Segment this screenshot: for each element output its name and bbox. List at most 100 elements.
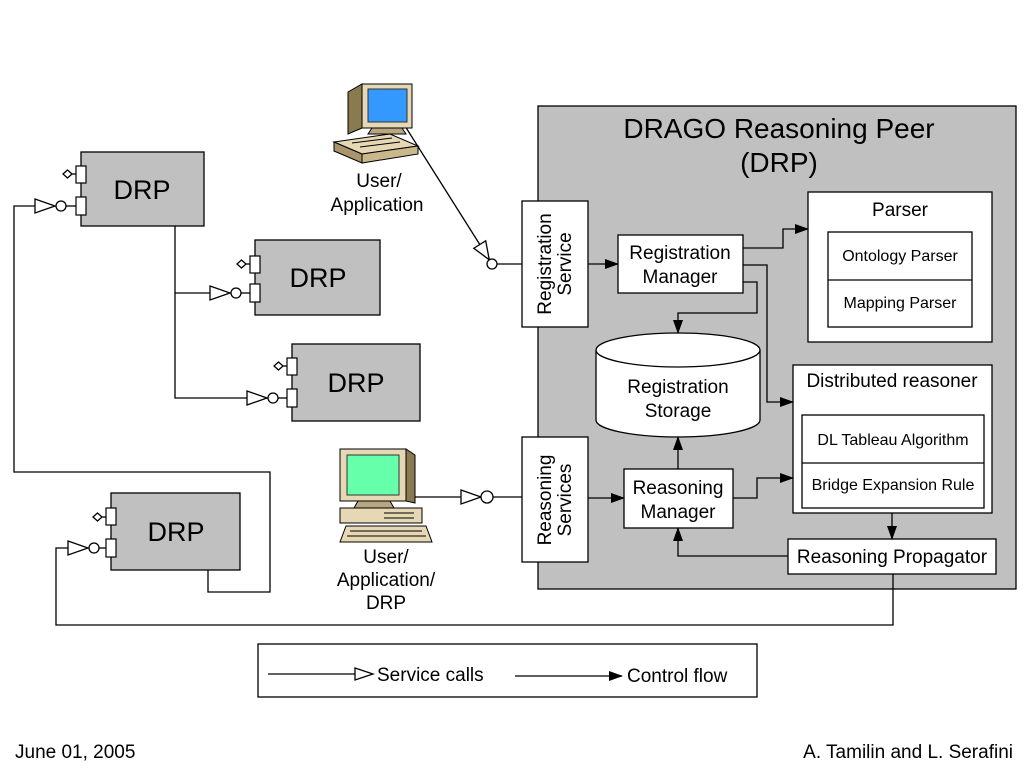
- keyboard: [339, 525, 433, 543]
- service-endpoint: [267, 392, 279, 404]
- reasoner-components-box: [801, 414, 985, 509]
- keyboard-keys: [351, 137, 393, 144]
- registration-manager-box: [617, 234, 744, 294]
- control-flow-reasmanager-to-reasoner: [733, 473, 794, 499]
- interface-diamond: [236, 259, 247, 269]
- reasoning-services: Reasoning Services: [521, 436, 589, 563]
- remote-drp-node-2: DRP: [236, 239, 381, 316]
- drp-label: DRP: [289, 263, 346, 293]
- dl-tableau-label: DL Tableau Algorithm: [817, 432, 968, 449]
- service-endpoint: [88, 542, 100, 554]
- connector-line: [174, 293, 247, 399]
- service-call-drp1-to-drp3: [174, 293, 287, 406]
- reasoning-peer: DRAGO Reasoning Peer (DRP) Registration …: [521, 105, 1017, 590]
- registration-manager-label-line1: Registration: [629, 243, 730, 264]
- monitor-stand: [353, 500, 395, 509]
- interface-diamond: [92, 512, 103, 522]
- client-label-line2: Application/: [337, 570, 436, 591]
- service-endpoint: [230, 287, 242, 299]
- reasoning-services-label-line1: Reasoning: [535, 455, 556, 546]
- service-call-client-to-reasoning: [415, 489, 522, 505]
- footer-date: June 01, 2005: [15, 742, 135, 763]
- service-call-arrowhead: [209, 285, 232, 301]
- client-label-line1: User/: [363, 547, 409, 568]
- case-right: [361, 145, 419, 164]
- service-call-arrowhead: [34, 198, 57, 214]
- lower-port: [249, 283, 261, 303]
- user-application-client: User/ Application: [331, 83, 424, 216]
- ontology-parser-label: Ontology Parser: [842, 248, 958, 265]
- monitor-side: [347, 83, 363, 135]
- system-case: [339, 507, 423, 524]
- registration-manager: Registration Manager: [617, 234, 744, 294]
- legend-box: [257, 643, 758, 698]
- lower-port: [105, 538, 117, 558]
- interface-diamond: [273, 361, 284, 371]
- remote-drp-node-4: DRP: [92, 492, 241, 571]
- service-endpoint: [486, 258, 498, 270]
- control-flow-regmanager-to-storage: [673, 281, 758, 334]
- reasoning-propagator-box: [787, 538, 997, 575]
- lower-port: [286, 388, 298, 408]
- drp-box: [110, 492, 241, 571]
- registration-storage-label-line1: Registration: [627, 377, 728, 398]
- parser-title: Parser: [872, 200, 929, 221]
- service-endpoint: [480, 490, 494, 504]
- monitor-screen: [346, 454, 400, 496]
- registration-storage-label-line2: Storage: [645, 401, 712, 422]
- service-call-arrowhead: [460, 489, 483, 505]
- drp-label: DRP: [113, 175, 170, 205]
- mapping-parser-label: Mapping Parser: [844, 295, 958, 312]
- reasoning-services-label-line2: Services: [555, 464, 576, 537]
- client-label-line1: User/: [356, 171, 402, 192]
- remote-drp-node-3: DRP: [273, 343, 421, 422]
- registration-service: Registration Service: [521, 200, 589, 328]
- upper-port: [249, 255, 261, 274]
- drp-box: [80, 151, 205, 227]
- service-call-arrowhead: [67, 540, 90, 556]
- legend-service-call-arrowhead: [354, 667, 376, 681]
- user-application-drp-client: User/ Application/ DRP: [337, 448, 436, 614]
- interface-diamond: [62, 169, 73, 179]
- legend: Service calls Control flow: [257, 643, 758, 698]
- service-call-arrowhead: [472, 239, 491, 262]
- peer-subtitle: (DRP): [740, 147, 818, 178]
- drp-box: [291, 343, 421, 422]
- client-label-line2: Application: [331, 195, 424, 216]
- client-label-line3: DRP: [366, 593, 406, 614]
- distributed-reasoner-title: Distributed reasoner: [806, 371, 978, 392]
- upper-port: [286, 357, 298, 376]
- reasoning-manager-label-line2: Manager: [641, 502, 717, 523]
- drp-label: DRP: [147, 517, 204, 547]
- reasoning-services-box: [521, 436, 589, 563]
- upper-port: [105, 507, 117, 526]
- monitor-screen: [367, 88, 408, 123]
- control-flow-regmanager-to-parser: [743, 224, 809, 249]
- peer-title: DRAGO Reasoning Peer: [623, 113, 934, 144]
- control-flow-propagator-to-reasmanager: [673, 527, 788, 557]
- control-flow-regmanager-to-reasoner: [743, 264, 794, 407]
- service-call-arrowhead: [246, 390, 269, 406]
- reasoning-manager: Reasoning Manager: [623, 468, 734, 529]
- reasoning-manager-label-line1: Reasoning: [633, 478, 724, 499]
- service-call-drp4-to-drp1: [13, 198, 271, 593]
- connector-line: [13, 205, 271, 593]
- storage-top: [595, 332, 761, 368]
- lower-port: [75, 196, 87, 216]
- registration-service-box: [521, 200, 589, 328]
- keyboard-keys: [359, 141, 401, 148]
- bridge-expansion-label: Bridge Expansion Rule: [812, 477, 975, 494]
- reasoning-propagator: Reasoning Propagator: [787, 538, 997, 575]
- footer-authors: A. Tamilin and L. Serafini: [803, 742, 1013, 763]
- drp-box: [254, 239, 381, 316]
- parser: Parser Ontology Parser Mapping Parser: [807, 191, 993, 343]
- service-call-propagator-to-drp4: [55, 540, 894, 626]
- connector-line: [174, 226, 210, 294]
- reasoning-propagator-label: Reasoning Propagator: [797, 547, 988, 568]
- computer-icon: [339, 448, 433, 543]
- registration-storage: Registration Storage: [595, 332, 761, 438]
- registration-service-label-line1: Registration: [535, 213, 556, 314]
- monitor-side: [405, 448, 416, 504]
- service-endpoint: [55, 200, 67, 212]
